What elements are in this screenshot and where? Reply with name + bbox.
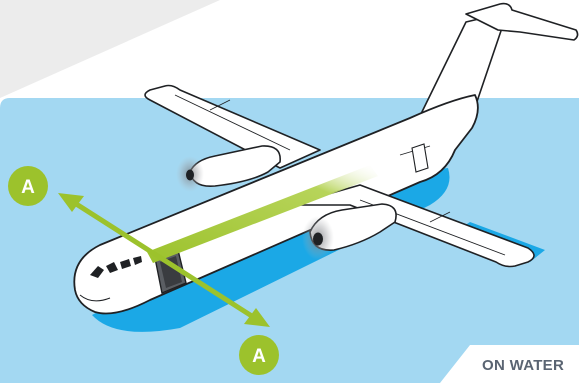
marker-label: A (252, 346, 266, 367)
marker-a-left: A (8, 166, 48, 206)
sky-panel (0, 0, 220, 98)
marker-label: A (21, 177, 35, 198)
marker-a-bottom: A (239, 335, 279, 375)
water-caption: ON WATER (482, 357, 564, 374)
